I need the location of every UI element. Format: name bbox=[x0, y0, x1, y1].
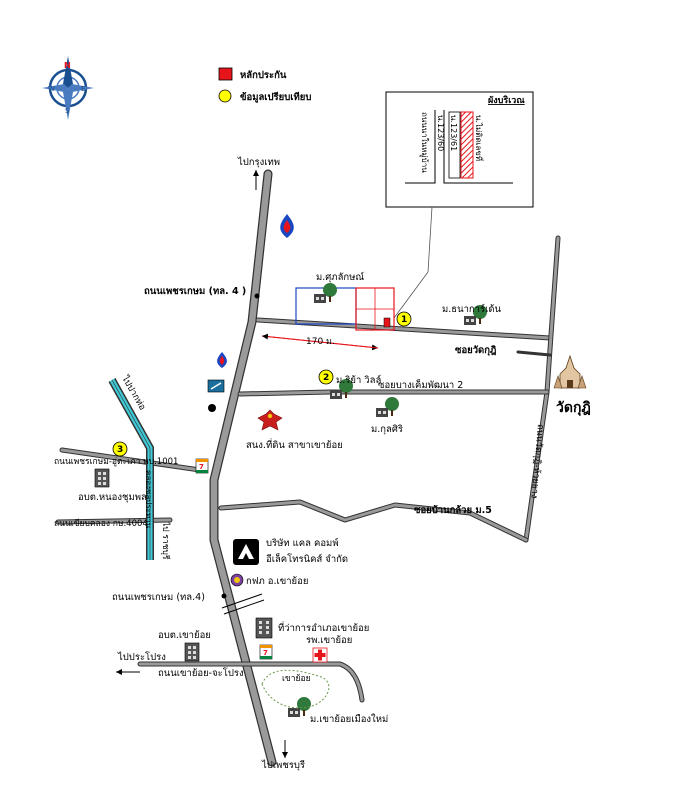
inset-road-label: ถนนนาในหมู่บ้าน bbox=[419, 112, 429, 173]
compass-south: S bbox=[65, 107, 70, 115]
irrigation-canal bbox=[108, 378, 154, 560]
inset-leader-line bbox=[427, 206, 433, 273]
company-line1-label: บริษัท แคล คอมพ์ bbox=[266, 537, 339, 549]
compass-east: E bbox=[81, 85, 85, 93]
svg-text:3: 3 bbox=[117, 445, 123, 455]
village-kulsiri-label: ม.กุลศิริ bbox=[371, 424, 403, 435]
village-khao-yoi-new-label: ม.เขาย้อยเมืองใหม่ bbox=[310, 713, 388, 725]
village-khao-yoi-new-icon bbox=[288, 697, 311, 717]
inset-lot-2: น.123/61 bbox=[449, 115, 458, 151]
soi-wat-kuti-label: ซอยวัดกุฎิ bbox=[455, 345, 496, 356]
hospital-icon bbox=[312, 647, 328, 663]
compass-west: W bbox=[48, 85, 55, 93]
hospital-label: รพ.เขาย้อย bbox=[306, 635, 352, 646]
khao-yoi-label: เขาย้อย bbox=[282, 673, 311, 684]
bank-icon bbox=[207, 379, 225, 393]
legend: หลักประกัน ข้อมูลเปรียบเทียบ bbox=[218, 67, 311, 104]
svg-text:7: 7 bbox=[199, 463, 204, 471]
to-phetchaburi-label: ไปเพชรบุรี bbox=[261, 759, 305, 771]
company-line2-label: อีเล็คโทรนิคส์ จำกัด bbox=[266, 552, 348, 565]
sao-khao-yoi-label: อบต.เขาย้อย bbox=[158, 630, 211, 641]
seven-eleven-icon-2: 7 bbox=[259, 644, 273, 660]
phetkasem-hwy4-lower-label: ถนนเพชรเกษม (ทล.4) bbox=[112, 592, 205, 603]
soi-ban-kluai-label: ซอยบ้านกล้วย ม.5 bbox=[414, 504, 492, 516]
subject-property bbox=[295, 287, 395, 331]
village-riya-label: ม.ริย้า วิลล์ bbox=[336, 374, 381, 386]
inset-subject-lot bbox=[460, 111, 474, 179]
compass-rose: N S E W bbox=[42, 56, 94, 120]
sao-building-icon bbox=[94, 468, 110, 488]
seven-eleven-icon: 7 bbox=[195, 458, 209, 474]
legend-comparable-swatch bbox=[218, 89, 232, 103]
land-office-label: สนง.ที่ดิน สาขาเขาย้อย bbox=[246, 438, 343, 451]
road-khao-yoi-label: ถนนเขาย้อย-จะโปรง bbox=[158, 667, 244, 679]
village-thanakarn-icon bbox=[464, 305, 487, 325]
point-dot-icon bbox=[208, 404, 216, 412]
compass-north: N bbox=[64, 61, 71, 70]
sao-khao-yoi-icon bbox=[184, 642, 200, 662]
road-network bbox=[55, 169, 561, 767]
to-bangkok-label: ไปกรุงเทพ bbox=[237, 156, 280, 168]
village-riya-icon bbox=[330, 379, 353, 399]
inset-lot-1: น.123/60 bbox=[436, 115, 445, 151]
comparable-marker-2: 2 bbox=[318, 369, 334, 385]
inset-site-plan: ผังบริเวณ ถนนนาในหมู่บ้าน น.123/60 น.123… bbox=[385, 91, 534, 208]
svg-text:1: 1 bbox=[401, 315, 407, 325]
canal-label: คลองชลประทาน bbox=[144, 470, 153, 529]
gas-station-icon-small bbox=[217, 352, 227, 368]
svg-text:2: 2 bbox=[323, 373, 329, 383]
company-logo-icon bbox=[233, 539, 259, 565]
district-office-label: ที่ว่าการอำเภอเขาย้อย bbox=[278, 621, 369, 634]
to-ratchaburi-label: ไป ราชบุรี bbox=[160, 521, 171, 560]
legend-property-label: หลักประกัน bbox=[240, 69, 287, 81]
to-prachop-label: ไปประโปรง bbox=[117, 651, 166, 663]
road-khiap-khlong-label: ถนนเขียบคลอง กษ.4004 bbox=[54, 518, 148, 529]
road-wat-kuti-right-label: ถนนวัดกุฎิ-ห้วยยาง bbox=[529, 424, 546, 499]
pea-label: กฟภ อ.เขาย้อย bbox=[246, 576, 308, 587]
inset-title: ผังบริเวณ bbox=[488, 95, 525, 106]
legend-comparable-label: ข้อมูลเปรียบเทียบ bbox=[240, 91, 311, 104]
village-kulsiri-icon bbox=[376, 397, 399, 417]
rail-crossing bbox=[221, 593, 265, 615]
village-suksan-label: ม.ศุภลักษณ์ bbox=[316, 271, 364, 283]
junction-dot-icon bbox=[254, 293, 260, 299]
inset-lot-3: น.ไม่ติดเลขที่ bbox=[474, 115, 485, 161]
pea-icon bbox=[230, 573, 244, 587]
wat-kuti-label: วัดกุฎิ bbox=[556, 400, 591, 416]
legend-property-swatch bbox=[218, 67, 233, 81]
junction-dot-icon-2 bbox=[221, 593, 227, 599]
gas-station-icon bbox=[280, 214, 294, 238]
khao-yoi-hill bbox=[261, 669, 330, 709]
comparable-marker-3: 3 bbox=[112, 441, 128, 457]
comparable-marker-1: 1 bbox=[396, 311, 412, 327]
district-office-icon bbox=[255, 617, 273, 639]
distance-label: 170 ม. bbox=[306, 337, 335, 347]
village-suksan-icon bbox=[314, 283, 337, 303]
village-thanakarn-label: ม.ธนาการ์เด้น bbox=[442, 303, 502, 315]
temple-icon bbox=[553, 354, 587, 389]
svg-text:7: 7 bbox=[263, 649, 268, 657]
sao-nong-chumphon-label: อบต.หนองชุมพล bbox=[78, 492, 147, 503]
garuda-emblem-icon bbox=[257, 409, 283, 431]
phetkasem-hwy4-upper-label: ถนนเพชรเกษม (ทล. 4 ) bbox=[144, 286, 246, 297]
soi-bang-khem-label: ซอยบางเค็มพัฒนา 2 bbox=[378, 378, 463, 391]
phetkasem-old-label: ถนนเพชรเกษม-อู่ตะเภา พบ.1001 bbox=[54, 457, 178, 467]
